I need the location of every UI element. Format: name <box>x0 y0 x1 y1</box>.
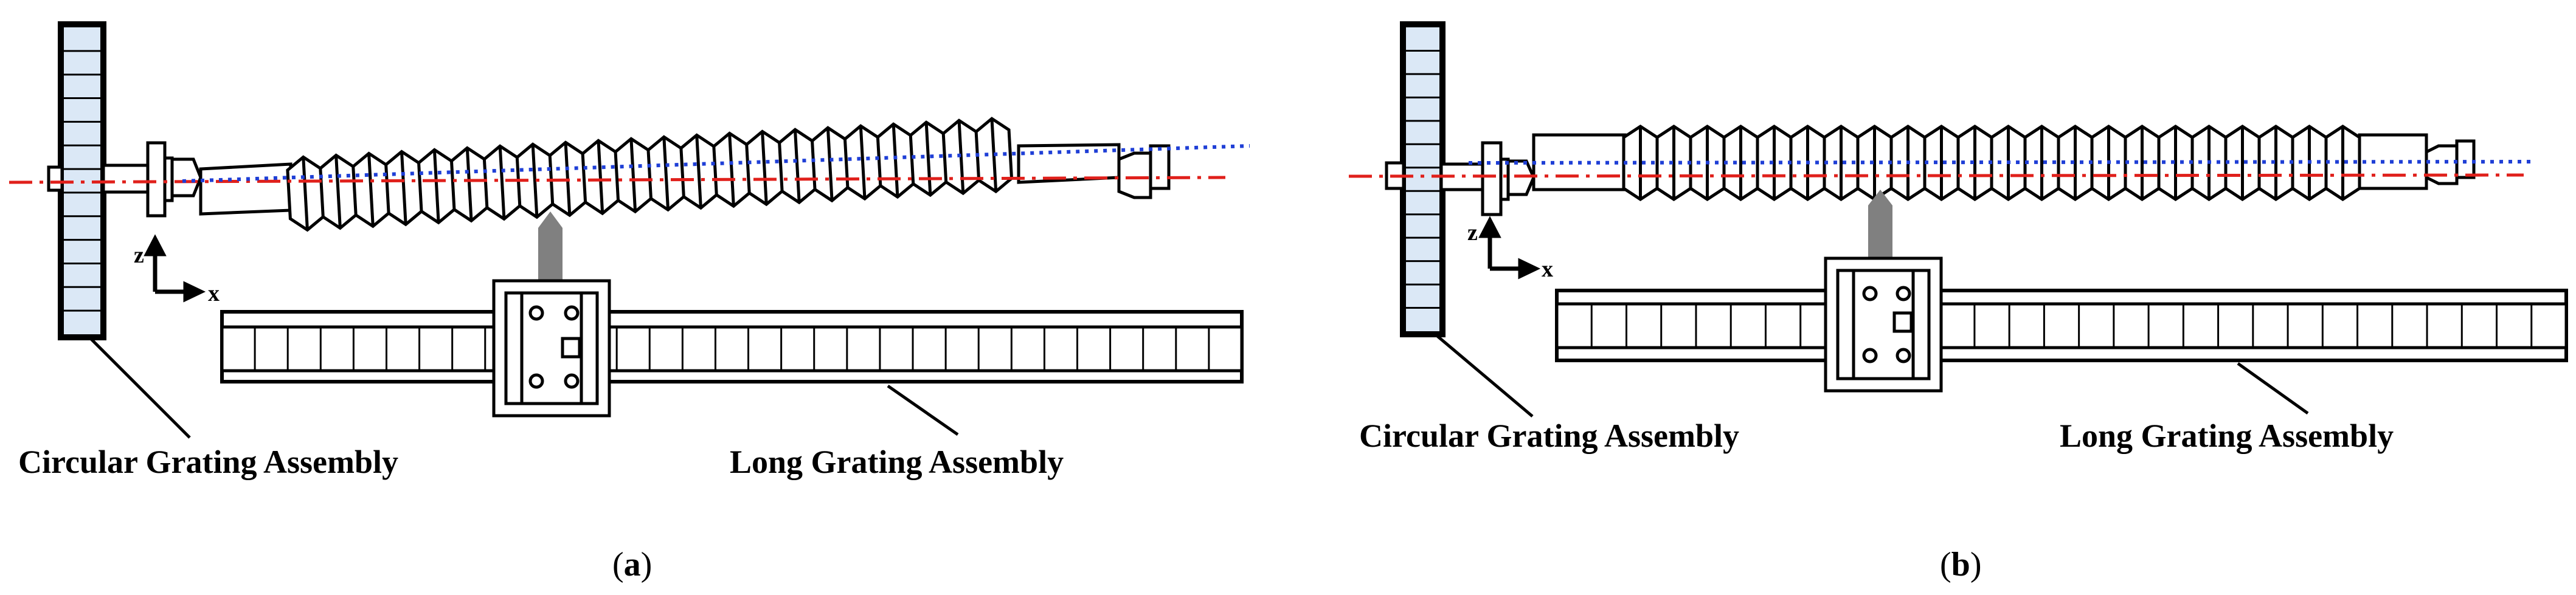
reference-axis-line <box>9 176 1226 184</box>
coordinate-axes-b <box>1478 216 1541 280</box>
leader-line-circular-a <box>90 338 191 439</box>
shaft-assembly <box>47 141 293 218</box>
label-long-grating-b: Long Grating Assembly <box>2060 418 2394 454</box>
axis-x-label-b: x <box>1542 256 1553 282</box>
reference-axis-line <box>1348 173 2524 178</box>
support-tip-a <box>538 212 563 228</box>
panel-a: z x Circular Grating Assembly Long Grati… <box>9 21 1250 583</box>
leader-line-long-a <box>887 384 959 436</box>
long-grating-assembly <box>220 310 1244 383</box>
axis-x-label-a: x <box>208 281 220 306</box>
caption-a: (a) <box>612 546 652 583</box>
leader-line-long-b <box>2237 362 2309 415</box>
slider-carriage-b <box>1824 256 1943 393</box>
support-post-a <box>538 228 563 289</box>
support-tip-b <box>1868 190 1892 205</box>
axis-z-label-b: z <box>1467 220 1478 246</box>
measured-axis-line <box>1468 160 2533 165</box>
slider-carriage-a <box>492 279 611 418</box>
end-nut-a <box>1017 143 1171 199</box>
long-grating-assembly <box>1555 289 2568 362</box>
label-long-grating-a: Long Grating Assembly <box>730 444 1064 480</box>
coordinate-axes-a <box>144 234 206 303</box>
axis-z-label-a: z <box>134 242 144 268</box>
end-nut-b <box>2358 133 2476 190</box>
label-circular-grating-a: Circular Grating Assembly <box>18 444 398 480</box>
circular-grating-assembly <box>1400 21 1446 337</box>
label-circular-grating-b: Circular Grating Assembly <box>1359 418 1739 454</box>
caption-b: (b) <box>1940 546 1981 583</box>
panel-b: z x Circular Grating Assembly Long Grati… <box>1348 21 2568 583</box>
leader-line-circular-b <box>1434 333 1534 418</box>
